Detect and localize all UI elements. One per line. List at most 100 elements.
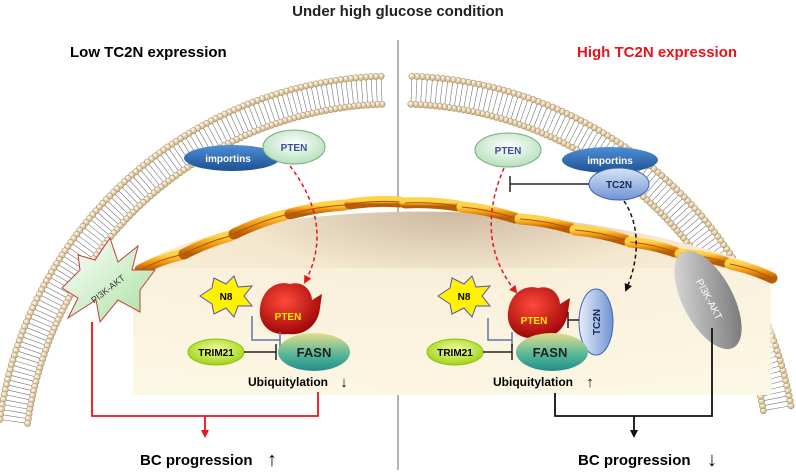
left-heading: Low TC2N expression [70,44,227,61]
envelope-segment-outline [404,202,459,207]
importins-label: importins [205,154,251,165]
lipid-tail [216,121,228,142]
lipid-tail [425,80,428,103]
lipid-tail [501,94,509,116]
lipid-tail [221,118,232,139]
lipid-tail [380,79,383,102]
envelope-segment-outline [183,235,231,255]
lipid-tail [5,404,27,410]
lipid-tail [148,164,164,182]
lipid-tail [320,85,326,108]
lipid-tail [515,99,523,121]
lipid-tail [17,355,39,364]
lipid-tail [648,181,664,198]
lipid-tail [454,83,459,106]
lipid-tail [468,86,474,108]
lipid-tail [694,233,713,248]
lipid-tail [496,93,504,115]
pi3k-akt-node [61,236,156,324]
starburst-icon [437,275,492,318]
tc2n-label: TC2N [606,180,632,191]
nuclear-envelope [134,195,778,284]
envelope-segment-outline [289,204,346,215]
trim21-label: TRIM21 [437,348,473,359]
lipid-tail [529,104,538,125]
lipid-head [407,100,415,108]
lipid-tail [506,95,514,118]
lipid-tail [766,405,789,411]
lipid-tail [330,84,336,106]
lipid-tail [234,112,245,133]
lipid-tail [659,191,675,208]
pten-blob-icon [259,283,322,335]
arrow-down-icon: ↓ [340,374,348,391]
lipid-tail [122,187,138,204]
lipid-tail [286,93,294,116]
lipid-tail [463,85,469,107]
lipid-tail [94,216,112,232]
pten-nuclear-label: PTEN [521,316,548,327]
lipid-tail [37,304,58,315]
lipid-tail [644,177,660,195]
lipid-tail [29,322,50,332]
envelope-segment-outline [349,200,401,205]
lipid-tail [434,80,438,103]
lipid-tail [355,80,359,103]
lipid-tail [78,235,97,250]
lipid-tail [108,201,125,218]
lipid-tail [765,400,788,406]
lipid-tail [365,80,369,103]
lipid-tail [666,198,683,215]
lipid-tail [533,105,543,127]
lipid-tail [2,419,25,424]
envelope-segment-outline [574,229,626,241]
lipid-tail [169,149,183,168]
envelope-segment-outline [461,206,516,219]
lipid-tail [675,210,693,226]
lipid-tail [510,97,519,119]
lipid-tail [101,208,119,225]
lipid-tail [46,286,67,298]
lipid-tail [301,90,308,112]
pten-label: PTEN [281,143,308,154]
envelope-segment-outline [139,254,181,271]
lipid-tail [272,98,280,120]
lipid-tail [524,102,533,124]
envelope-segment-outline [519,218,571,229]
lipid-tail [165,152,179,171]
right-heading: High TC2N expression [577,44,737,61]
lipid-tail [560,118,571,139]
lipid-tail [141,170,156,188]
lipid-tail [244,108,253,130]
lipid-head [408,72,416,80]
lipid-tail [281,95,289,117]
lipid-tail [9,385,31,391]
lipid-tail [262,101,271,123]
lipid-tail [691,229,710,244]
lipid-tail [410,79,413,102]
lipid-tail [4,409,27,414]
lipid-tail [35,309,56,319]
lipid-tail [11,375,34,382]
lipid-tail [25,332,47,341]
arrow-up-icon: ↑ [586,374,594,391]
starburst-icon [199,275,254,318]
ubiquitylation-label: Ubiquitylation [493,375,573,389]
lipid-tail [145,167,160,185]
lipid-tail [21,341,43,350]
lipid-tail [375,79,378,102]
lipid-tail [39,300,60,311]
lipid-tail [239,110,249,132]
lipid-tail [542,109,552,131]
lipid-tail [291,92,298,114]
lipid-tail [8,389,30,396]
lipid-tail [688,225,707,241]
n8-inhibition-line [251,316,280,341]
lipid-tail [277,96,285,118]
lipid-tail [669,202,686,219]
lipid-tail [360,80,364,103]
lipid-tail [129,180,145,198]
n8-inhibition-line [487,318,512,341]
lipid-tail [652,184,668,202]
lipid-tail [569,122,580,143]
